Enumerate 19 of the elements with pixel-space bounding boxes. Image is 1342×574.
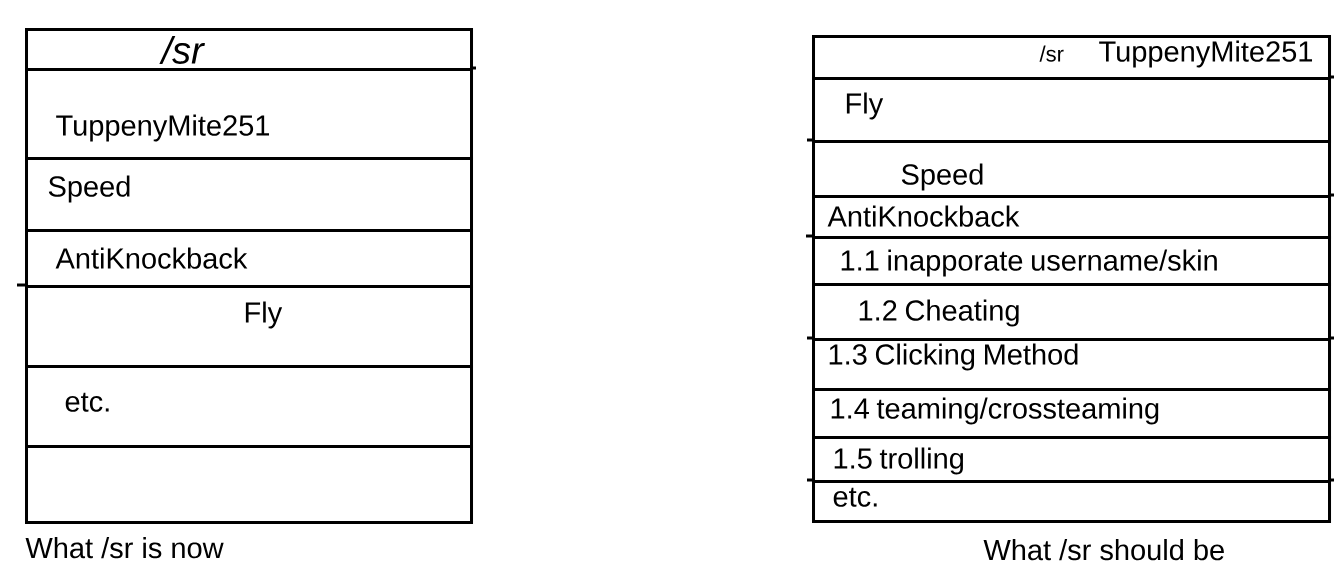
table-row: 1.4 teaming/crossteaming [812,388,1331,439]
table-row: 1.2 Cheating [812,283,1331,341]
table-row: Speed [812,140,1331,198]
table-row: AntiKnockback [812,195,1331,239]
table-row: 1.1 inapporate username/skin [812,236,1331,286]
table-row: /sr [25,28,473,71]
table-row: 1.3 Clicking Method [812,338,1331,391]
table-row: /sr TuppenyMite251 [812,35,1331,80]
table-label: What /sr is now [25,537,224,559]
table-row: etc. [25,365,473,448]
table-row: AntiKnockback [25,229,473,288]
table-row: Speed [25,157,473,232]
table-row: Fly [812,77,1331,143]
table-label: What /sr should be [983,539,1224,561]
table-row: etc. [812,480,1331,523]
table-row: TuppenyMite251 [25,68,473,160]
table-row: Fly [25,285,473,368]
table-row: 1.5 trolling [812,436,1331,483]
table-row [25,445,473,524]
